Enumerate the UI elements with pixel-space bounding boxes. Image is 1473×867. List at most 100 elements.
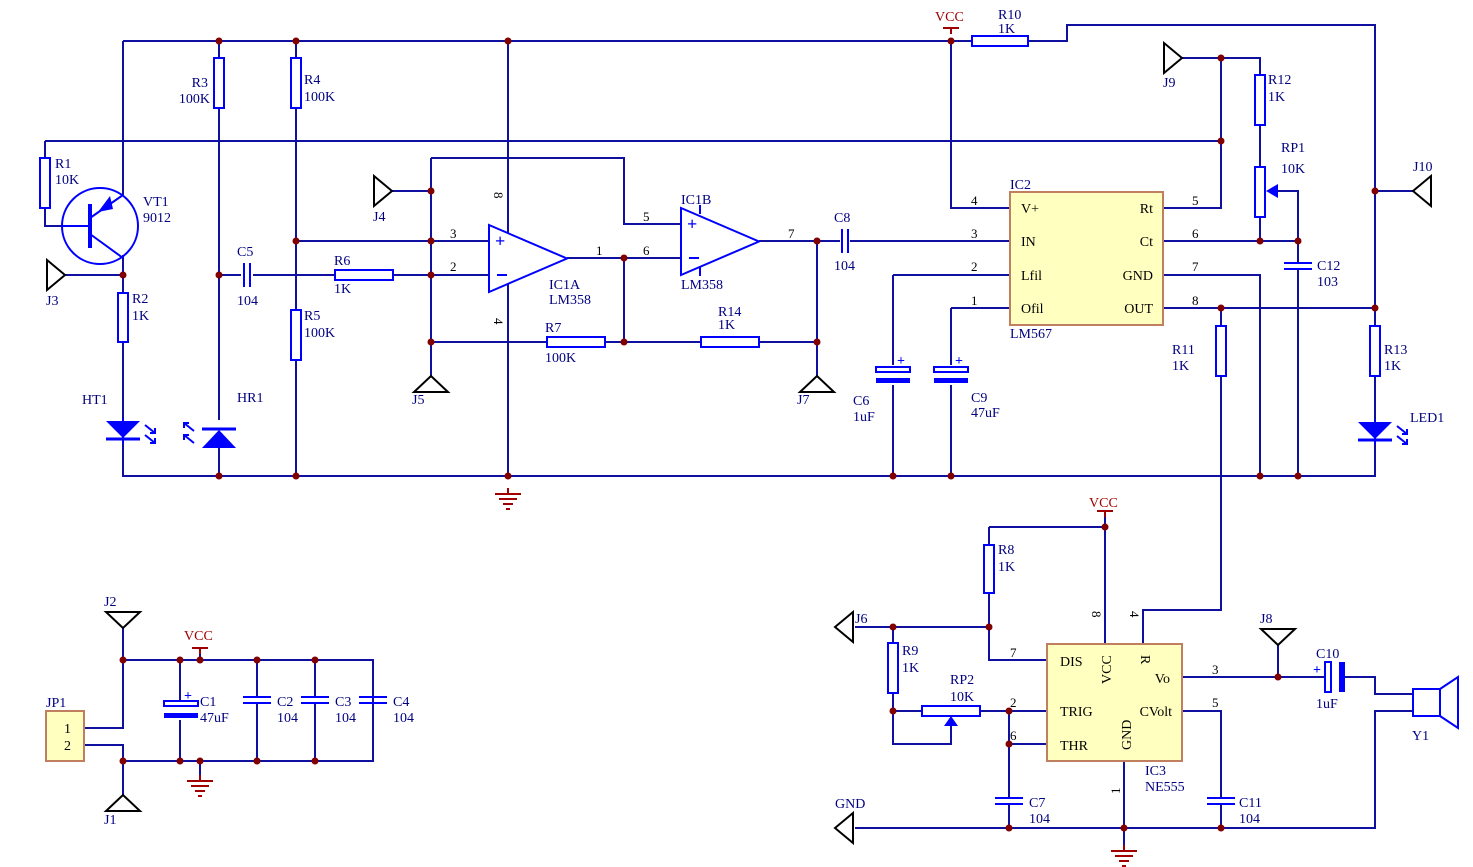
c3-capacitor (301, 696, 329, 704)
junction-dot (1217, 54, 1225, 62)
junction-dot (311, 757, 319, 765)
junction-dot (947, 37, 955, 45)
c7-value: 104 (1029, 812, 1050, 827)
ic1b-ref: IC1B (681, 193, 711, 208)
junction-dot (1217, 304, 1225, 312)
vcc-label-555: VCC (1089, 496, 1118, 511)
ic3-pin4: 4 (1127, 611, 1142, 618)
j2-label: J2 (104, 595, 116, 610)
ic3-name-vcc: VCC (1100, 655, 1115, 684)
j9-label: J9 (1163, 76, 1175, 91)
j8-port-icon (1258, 628, 1298, 647)
junction-dot (889, 472, 897, 480)
r5-resistor (290, 309, 302, 361)
j8-label: J8 (1260, 612, 1272, 627)
r3-value: 100K (179, 92, 210, 107)
j3-label: J3 (46, 294, 58, 309)
ic1a-pin4: 4 (491, 318, 506, 325)
ic3-name-trig: TRIG (1060, 705, 1093, 720)
r13-value: 1K (1384, 359, 1401, 374)
junction-dot (311, 656, 319, 664)
r3-ref: R3 (192, 76, 208, 91)
c5-capacitor (243, 263, 251, 287)
vcc-power-icon (1097, 510, 1113, 517)
ic2-name-rt: Rt (1140, 202, 1153, 217)
r11-resistor (1215, 325, 1227, 377)
ic1b-opamp-plus-icon: + (687, 214, 697, 234)
c8-capacitor-gap (841, 231, 849, 251)
ic1b-pin6: 6 (643, 243, 650, 258)
c10-capacitor (1324, 661, 1332, 693)
r4-resistor (290, 57, 302, 109)
c1-capacitor (163, 700, 199, 707)
c9-capacitor: + (933, 354, 969, 383)
jp1-pin2: 2 (64, 739, 71, 754)
j5-label: J5 (412, 393, 424, 408)
vt1-leads (63, 194, 124, 259)
junction-dot (427, 187, 435, 195)
r9-ref: R9 (902, 644, 918, 659)
ic2-lm567-body (1009, 191, 1164, 326)
junction-dot (504, 37, 512, 45)
c10-capacitor-plate (1339, 662, 1345, 692)
ic2-pin4: 4 (971, 193, 978, 208)
junction-dot (1120, 824, 1128, 832)
r6-resistor (334, 269, 394, 281)
ic1a-pin3: 3 (450, 226, 457, 241)
r11-value: 1K (1172, 359, 1189, 374)
r10-value: 1K (998, 22, 1015, 37)
r13-resistor (1369, 325, 1381, 377)
ic2-name-vplus: V+ (1021, 202, 1039, 217)
ic2-name-ct: Ct (1140, 235, 1153, 250)
rp1-value: 10K (1281, 162, 1305, 177)
c1-capacitor-plate (164, 713, 198, 718)
junction-dot (292, 37, 300, 45)
c12-ref: C12 (1317, 259, 1340, 274)
ic3-pin5: 5 (1212, 695, 1219, 710)
junction-dot (889, 623, 897, 631)
r10-ref: R10 (998, 8, 1021, 23)
r8-ref: R8 (998, 543, 1014, 558)
j1-port-icon (103, 793, 143, 812)
ground-icon (1111, 845, 1137, 867)
r12-value: 1K (1268, 90, 1285, 105)
junction-dot (620, 254, 628, 262)
ht1-led-light-arrow-icon (144, 434, 156, 444)
junction-dot (813, 338, 821, 346)
ic1b-value: LM358 (681, 278, 723, 293)
c6-ref: C6 (853, 394, 869, 409)
r6-value: 1K (334, 282, 351, 297)
c9-capacitor-plate (934, 378, 968, 383)
ic1a-opamp-triangle (488, 223, 570, 294)
c10-value: 1uF (1316, 697, 1338, 712)
gnd-port-icon (833, 810, 854, 846)
r7-value: 100K (545, 351, 576, 366)
ic1b-pin7: 7 (788, 226, 795, 241)
ic2-pin8: 8 (1192, 293, 1199, 308)
ic2-pin7: 7 (1192, 259, 1199, 274)
c8-ref: C8 (834, 211, 850, 226)
hr1-photodiode-light-arrow-icon (183, 434, 195, 444)
ic1a-value: LM358 (549, 293, 591, 308)
junction-dot (292, 237, 300, 245)
junction-dot (215, 472, 223, 480)
ic1b-opamp-triangle (680, 206, 762, 277)
junction-dot (1371, 304, 1379, 312)
vcc-label-top: VCC (935, 10, 964, 25)
ic1a-opamp-plus-icon: + (495, 231, 505, 251)
junction-dot (813, 237, 821, 245)
j10-label: J10 (1413, 160, 1432, 175)
ht1-ref: HT1 (82, 393, 108, 408)
junction-dot (119, 757, 127, 765)
vcc-power-icon (943, 27, 959, 34)
c12-value: 103 (1317, 275, 1338, 290)
r9-resistor (887, 642, 899, 694)
r14-resistor (700, 336, 760, 348)
c9-value: 47uF (971, 406, 1000, 421)
junction-dot (427, 271, 435, 279)
r12-resistor (1254, 74, 1266, 126)
j9-port-icon (1163, 40, 1184, 76)
c4-capacitor (359, 696, 387, 704)
c6-value: 1uF (853, 410, 875, 425)
junction-dot (1005, 740, 1013, 748)
